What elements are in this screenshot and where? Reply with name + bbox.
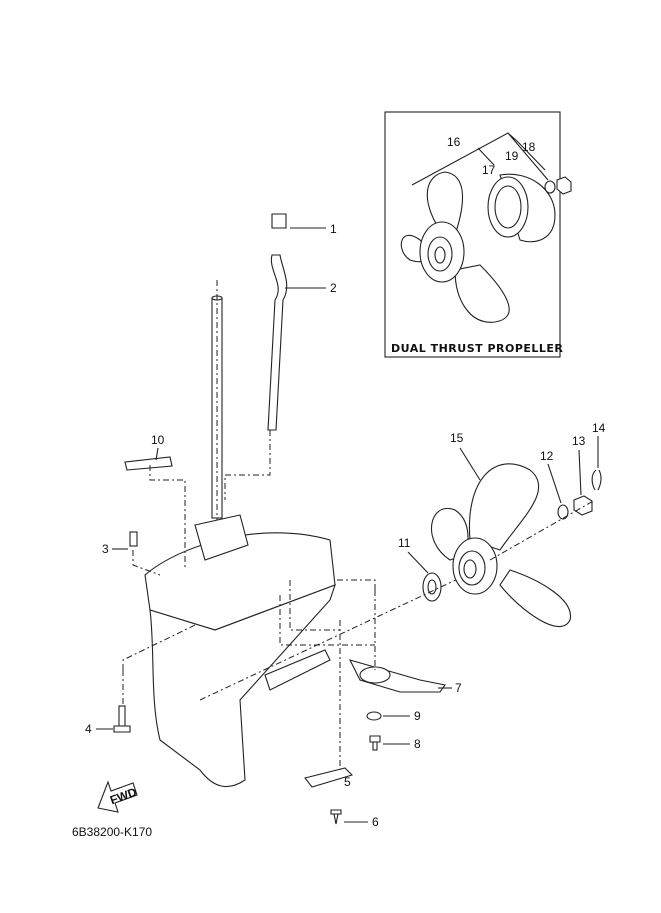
callout-9: 9	[414, 709, 421, 723]
callout-1: 1	[330, 222, 337, 236]
callout-2: 2	[330, 281, 337, 295]
callout-4: 4	[85, 722, 92, 736]
drive-shaft	[211, 280, 223, 520]
lower-casing	[144, 514, 336, 788]
cotter-pin-part-14	[591, 469, 602, 491]
callout-8: 8	[414, 737, 421, 751]
inset-leader-lines	[411, 132, 549, 186]
callout-14: 14	[592, 421, 606, 435]
propeller-shaft	[264, 649, 331, 691]
callout-16: 16	[447, 135, 461, 149]
screw-part-6	[330, 809, 342, 825]
bolt-part-4	[113, 705, 131, 733]
grommet-part-1	[271, 213, 287, 229]
propeller-part-15	[430, 463, 571, 627]
callout-3: 3	[102, 542, 109, 556]
fwd-label: FWD	[108, 785, 139, 808]
callout-12: 12	[540, 449, 554, 463]
bolt-part-8	[369, 735, 381, 751]
callout-7: 7	[455, 681, 462, 695]
trim-tab-anode-part-7	[348, 659, 446, 693]
inset-washer-19	[544, 180, 556, 194]
plate-part-5	[304, 767, 354, 788]
callout-18: 18	[522, 140, 536, 154]
thrust-washer-part-11	[422, 572, 442, 602]
water-pump-housing	[194, 514, 249, 561]
inset-hub-part-17	[487, 173, 556, 243]
washer-part-9	[366, 711, 382, 721]
washer-part-12	[557, 504, 569, 520]
callout-5: 5	[344, 775, 351, 789]
inset-frame	[384, 111, 561, 358]
inset-caption: DUAL THRUST PROPELLER	[391, 342, 563, 355]
dowel-pin-part-3	[129, 531, 138, 547]
callout-17: 17	[482, 163, 496, 177]
callout-11: 11	[398, 536, 411, 550]
inset-dual-thrust-propeller: 16 17 18 19 DUAL THRUST PROPELLER	[384, 111, 572, 358]
callout-19: 19	[505, 149, 519, 163]
propeller-nut-part-13	[573, 495, 593, 516]
callout-15: 15	[450, 431, 464, 445]
callout-13: 13	[572, 434, 586, 448]
callout-10: 10	[151, 433, 165, 447]
fwd-arrow-icon: FWD	[97, 780, 139, 813]
inset-nut-18	[556, 176, 572, 195]
plate-part-10	[124, 456, 173, 471]
drawing-code: 6B38200-K170	[72, 825, 152, 839]
inset-propeller	[400, 171, 510, 323]
callout-6: 6	[372, 815, 379, 829]
hose-part-2	[267, 254, 288, 431]
